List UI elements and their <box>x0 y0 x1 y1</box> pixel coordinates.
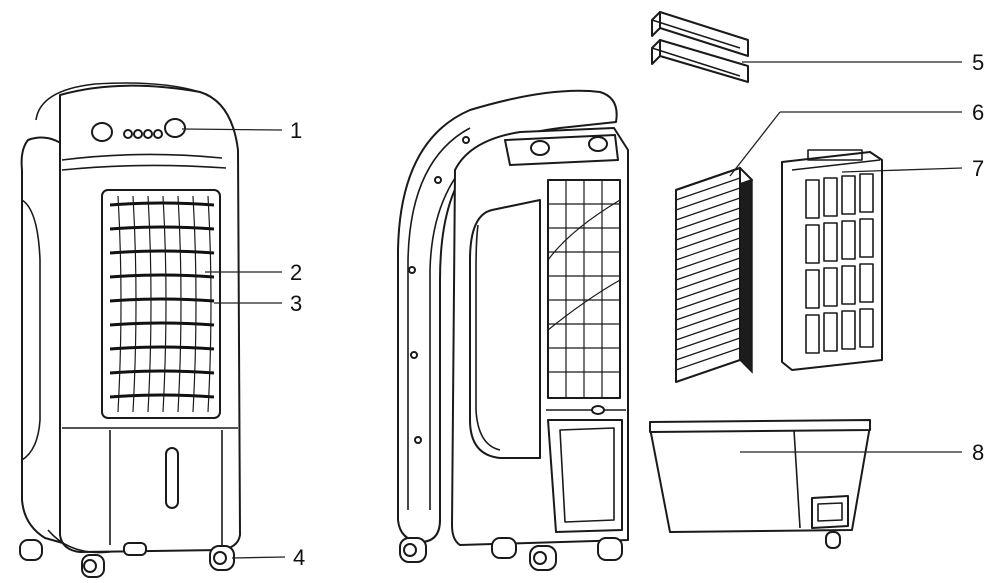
callout-label-6: 6 <box>972 100 984 125</box>
back-filter-grid <box>548 180 620 398</box>
front-grille <box>101 189 221 419</box>
caster-wheels-front <box>19 539 235 578</box>
front-unit <box>19 82 241 578</box>
callout-label-5: 5 <box>972 50 984 75</box>
callout-label-8: 8 <box>972 440 984 465</box>
callout-label-4: 4 <box>293 545 305 570</box>
leader-lines <box>181 61 963 559</box>
control-panel <box>91 118 186 142</box>
cooling-pad <box>675 166 753 383</box>
callout-label-1: 1 <box>290 118 302 143</box>
callout-label-7: 7 <box>972 156 984 181</box>
water-tank <box>649 419 871 549</box>
filter-frame <box>781 149 883 371</box>
ice-packs <box>651 11 749 83</box>
caster-wheels-rear <box>399 537 623 571</box>
callout-label-2: 2 <box>290 260 302 285</box>
rear-unit <box>397 89 629 571</box>
callout-label-3: 3 <box>290 291 302 316</box>
louvers <box>109 195 215 413</box>
